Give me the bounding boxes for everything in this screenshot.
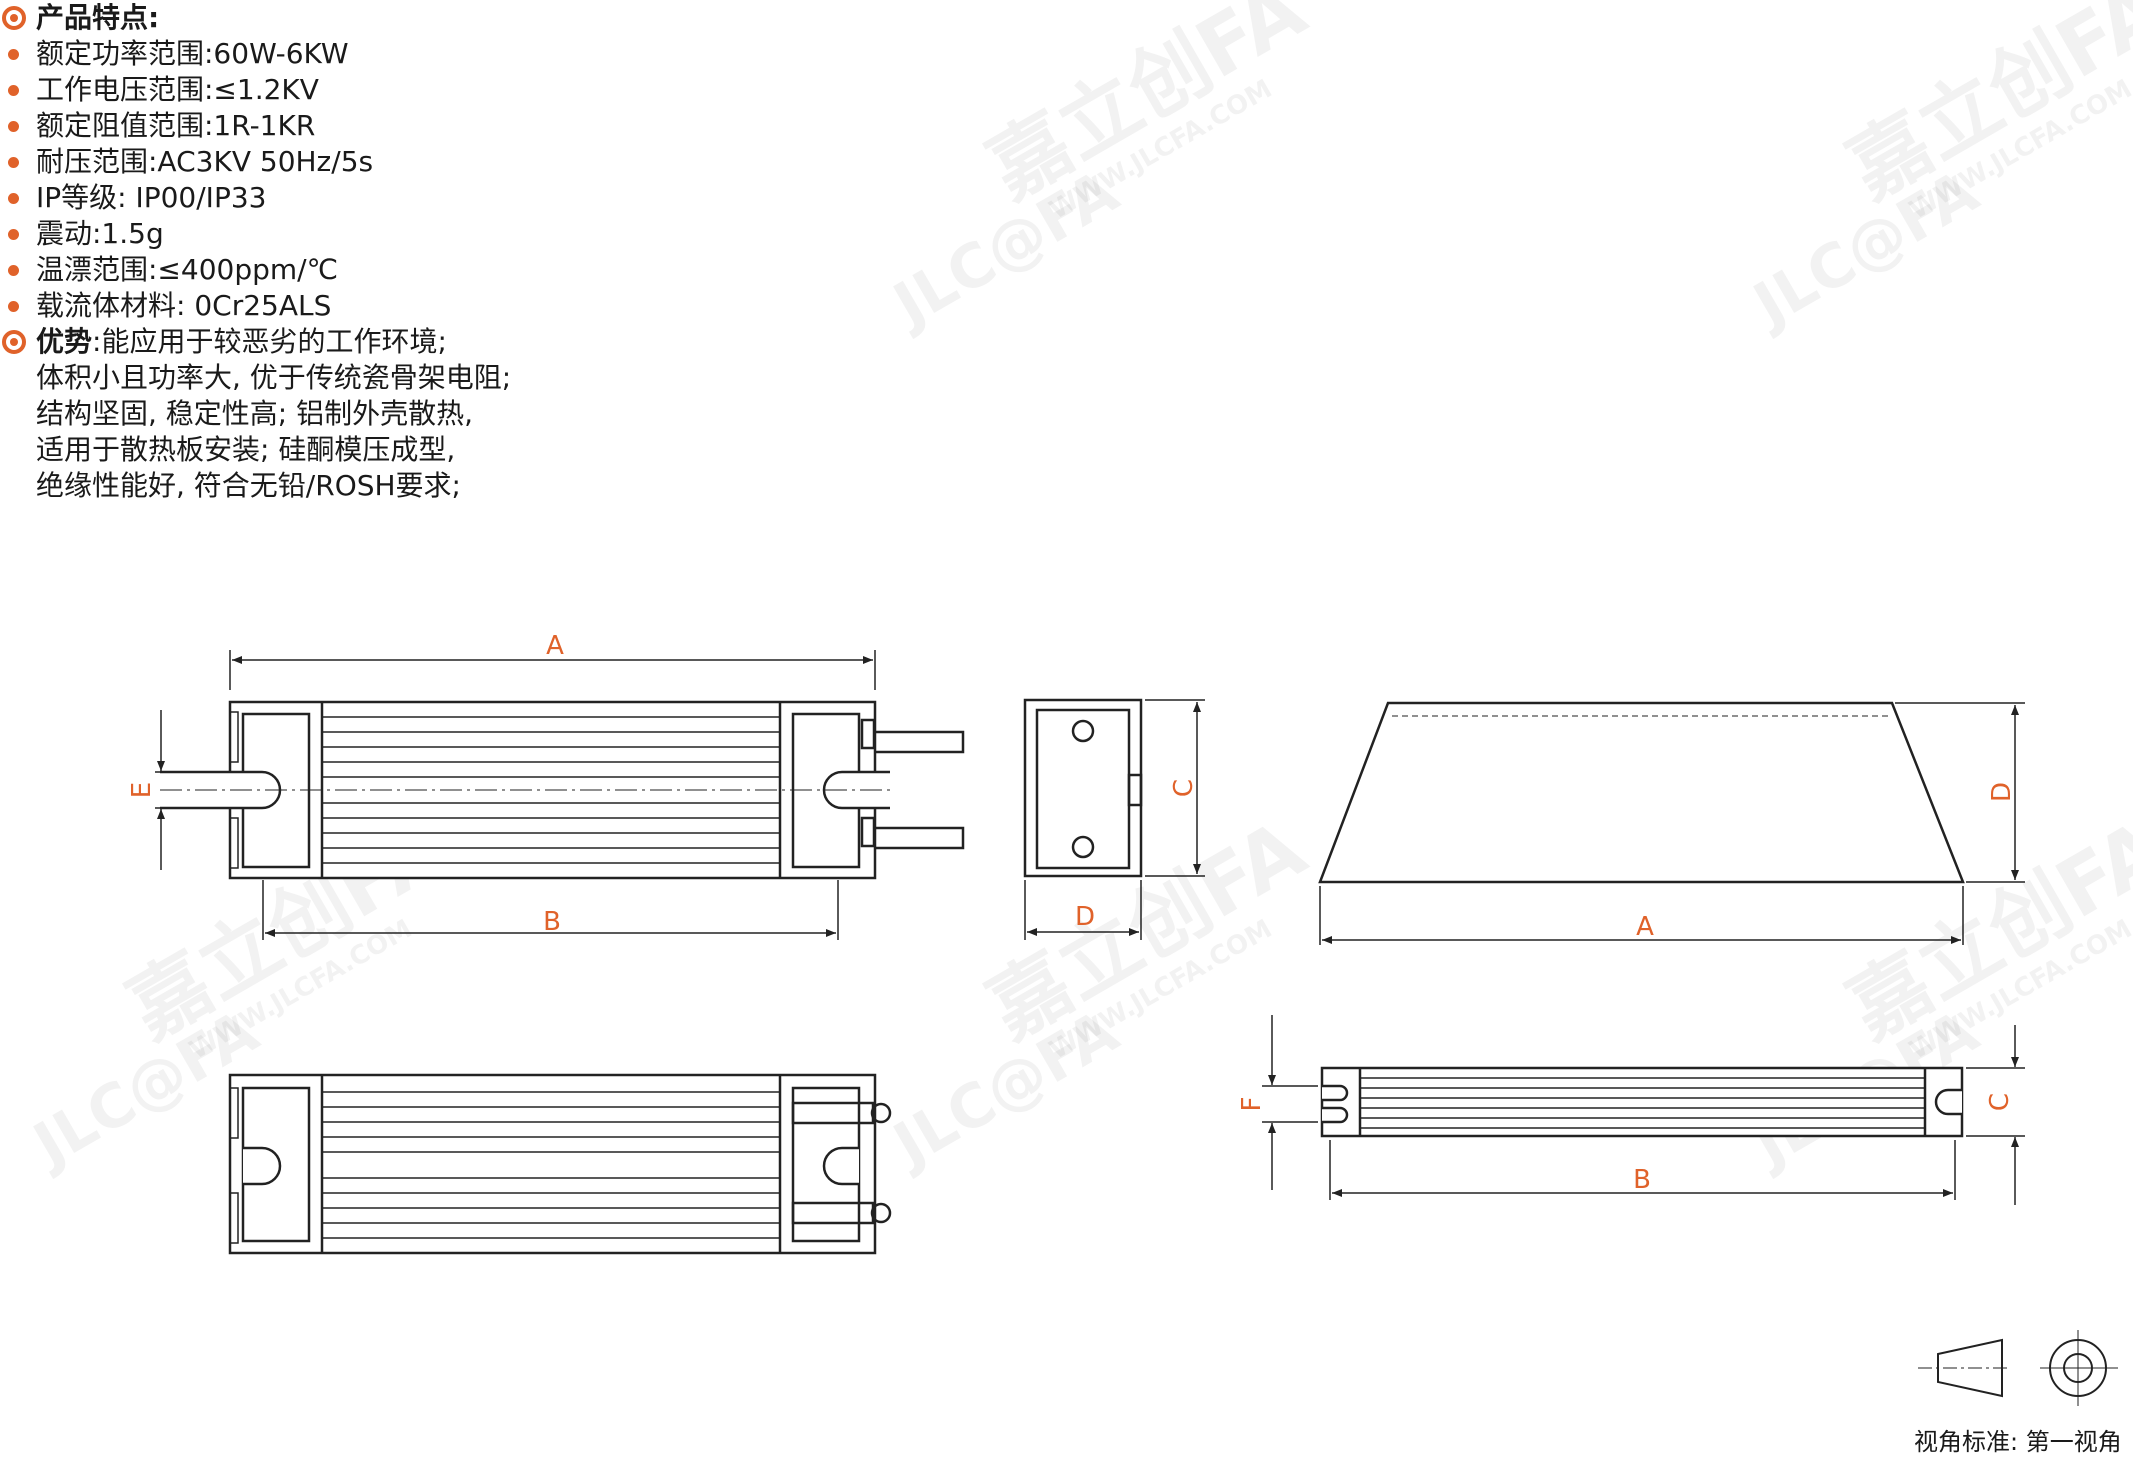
bullet-icon [8,85,19,96]
side-slot [1322,1106,1349,1124]
spec-item: 温漂范围:≤400ppm/℃ [0,252,900,288]
target-bullet-icon [2,6,26,30]
bottom-body [228,1073,877,1255]
bullet-icon [8,229,19,240]
mounting-hole [1071,835,1095,859]
terminal-eyelet [870,1202,892,1224]
fins [322,716,780,864]
side-view-dimensions [1262,1015,2025,1205]
spec-item: 额定功率范围:60W-6KW [0,36,900,72]
watermark-brand: 嘉立创FA [973,0,1320,216]
mounting-slot [822,770,890,810]
target-bullet-icon [2,330,26,354]
spec-text: 耐压范围:AC3KV 50Hz/5s [36,145,374,178]
mounting-hole [1071,719,1095,743]
spec-text: 温漂范围:≤400ppm/℃ [36,253,339,286]
watermark-mark: 嘉立创FA WWW.JLCFA.COM JLC@FA [879,0,1320,342]
side-slot [1322,1084,1349,1102]
terminal-teeth [229,711,239,763]
bottom-view [228,1073,892,1255]
fins [322,1091,780,1239]
end-view-tab [1127,773,1143,807]
terminal [860,718,876,750]
terminal-teeth [229,817,239,869]
front-view-dimensions [1319,702,2025,945]
front-view [1318,701,1965,884]
projection-symbol-icon [1918,1330,2118,1406]
bullet-icon [8,193,19,204]
feature-list: 产品特点: 额定功率范围:60W-6KW 工作电压范围:≤1.2KV 额定阻值范… [0,0,900,504]
advantage-label: 优势 [36,325,93,358]
advantage-text: 绝缘性能好, 符合无铅/ROSH要求; [36,469,461,502]
advantage-text: 适用于散热板安装; 硅酮模压成型, [36,433,456,466]
view-standard-label: 视角标准: 第一视角 [1914,1428,2122,1456]
fins [1360,1077,1925,1129]
advantage-line: 结构坚固, 稳定性高; 铝制外壳散热, [0,396,900,432]
spec-text: 额定阻值范围:1R-1KR [36,109,316,142]
bullet-icon [8,265,19,276]
dim-label-trap-d: D [1987,782,2017,802]
dim-label-e: E [127,782,157,798]
top-view [160,700,965,880]
end-view [1023,698,1143,878]
spec-item: 工作电压范围:≤1.2KV [0,72,900,108]
advantage-text: 体积小且功率大, 优于传统瓷骨架电阻; [36,361,512,394]
dim-label-side-b: B [1633,1165,1651,1195]
dim-label-trap-a: A [1636,912,1654,942]
end-view-outer [1023,698,1143,878]
advantage-line: 适用于散热板安装; 硅酮模压成型, [0,432,900,468]
advantage-row: 优势:能应用于较恶劣的工作环境; [0,324,900,360]
spec-text: 额定功率范围:60W-6KW [36,37,349,70]
advantage-text: 结构坚固, 稳定性高; 铝制外壳散热, [36,397,474,430]
side-body [1320,1066,1964,1138]
spec-text: IP等级: IP00/IP33 [36,181,267,214]
dim-label-c: C [1169,779,1199,797]
watermark: 嘉立创FA WWW.JLCFA.COM JLC@FA 嘉立创FA WWW.JLC… [19,0,2133,1182]
spec-item: 载流体材料: 0Cr25ALS [0,288,900,324]
dim-label-d: D [1075,902,1095,932]
dim-label-side-c: C [1985,1093,2015,1111]
spec-item: 震动:1.5g [0,216,900,252]
bullet-icon [8,301,19,312]
features-title-row: 产品特点: [0,0,900,36]
spec-text: 震动:1.5g [36,217,164,250]
terminal [860,816,876,848]
spec-item: 耐压范围:AC3KV 50Hz/5s [0,144,900,180]
advantage-text: :能应用于较恶劣的工作环境; [92,325,447,358]
bullet-icon [8,121,19,132]
spec-item: 额定阻值范围:1R-1KR [0,108,900,144]
features-title: 产品特点: [36,1,160,34]
top-view-dimensions [155,650,876,940]
bullet-icon [8,157,19,168]
end-view-dimensions [1024,699,1205,940]
side-view [1320,1066,1964,1138]
spec-text: 工作电压范围:≤1.2KV [36,73,319,106]
dim-label-b: B [543,907,561,937]
side-slot [1934,1088,1962,1116]
terminal-eyelet [870,1102,892,1124]
dim-label-a: A [546,631,564,661]
spec-item: IP等级: IP00/IP33 [0,180,900,216]
advantage-line: 绝缘性能好, 符合无铅/ROSH要求; [0,468,900,504]
spec-text: 载流体材料: 0Cr25ALS [36,289,332,322]
dim-label-f: F [1237,1097,1267,1112]
mounting-slot [822,1146,859,1186]
bullet-icon [8,49,19,60]
advantage-line: 体积小且功率大, 优于传统瓷骨架电阻; [0,360,900,396]
trapezoid-body [1318,701,1965,884]
mounting-slot [243,1146,282,1186]
watermark-mark: 嘉立创FA WWW.JLCFA.COM JLC@FA [1739,0,2133,342]
